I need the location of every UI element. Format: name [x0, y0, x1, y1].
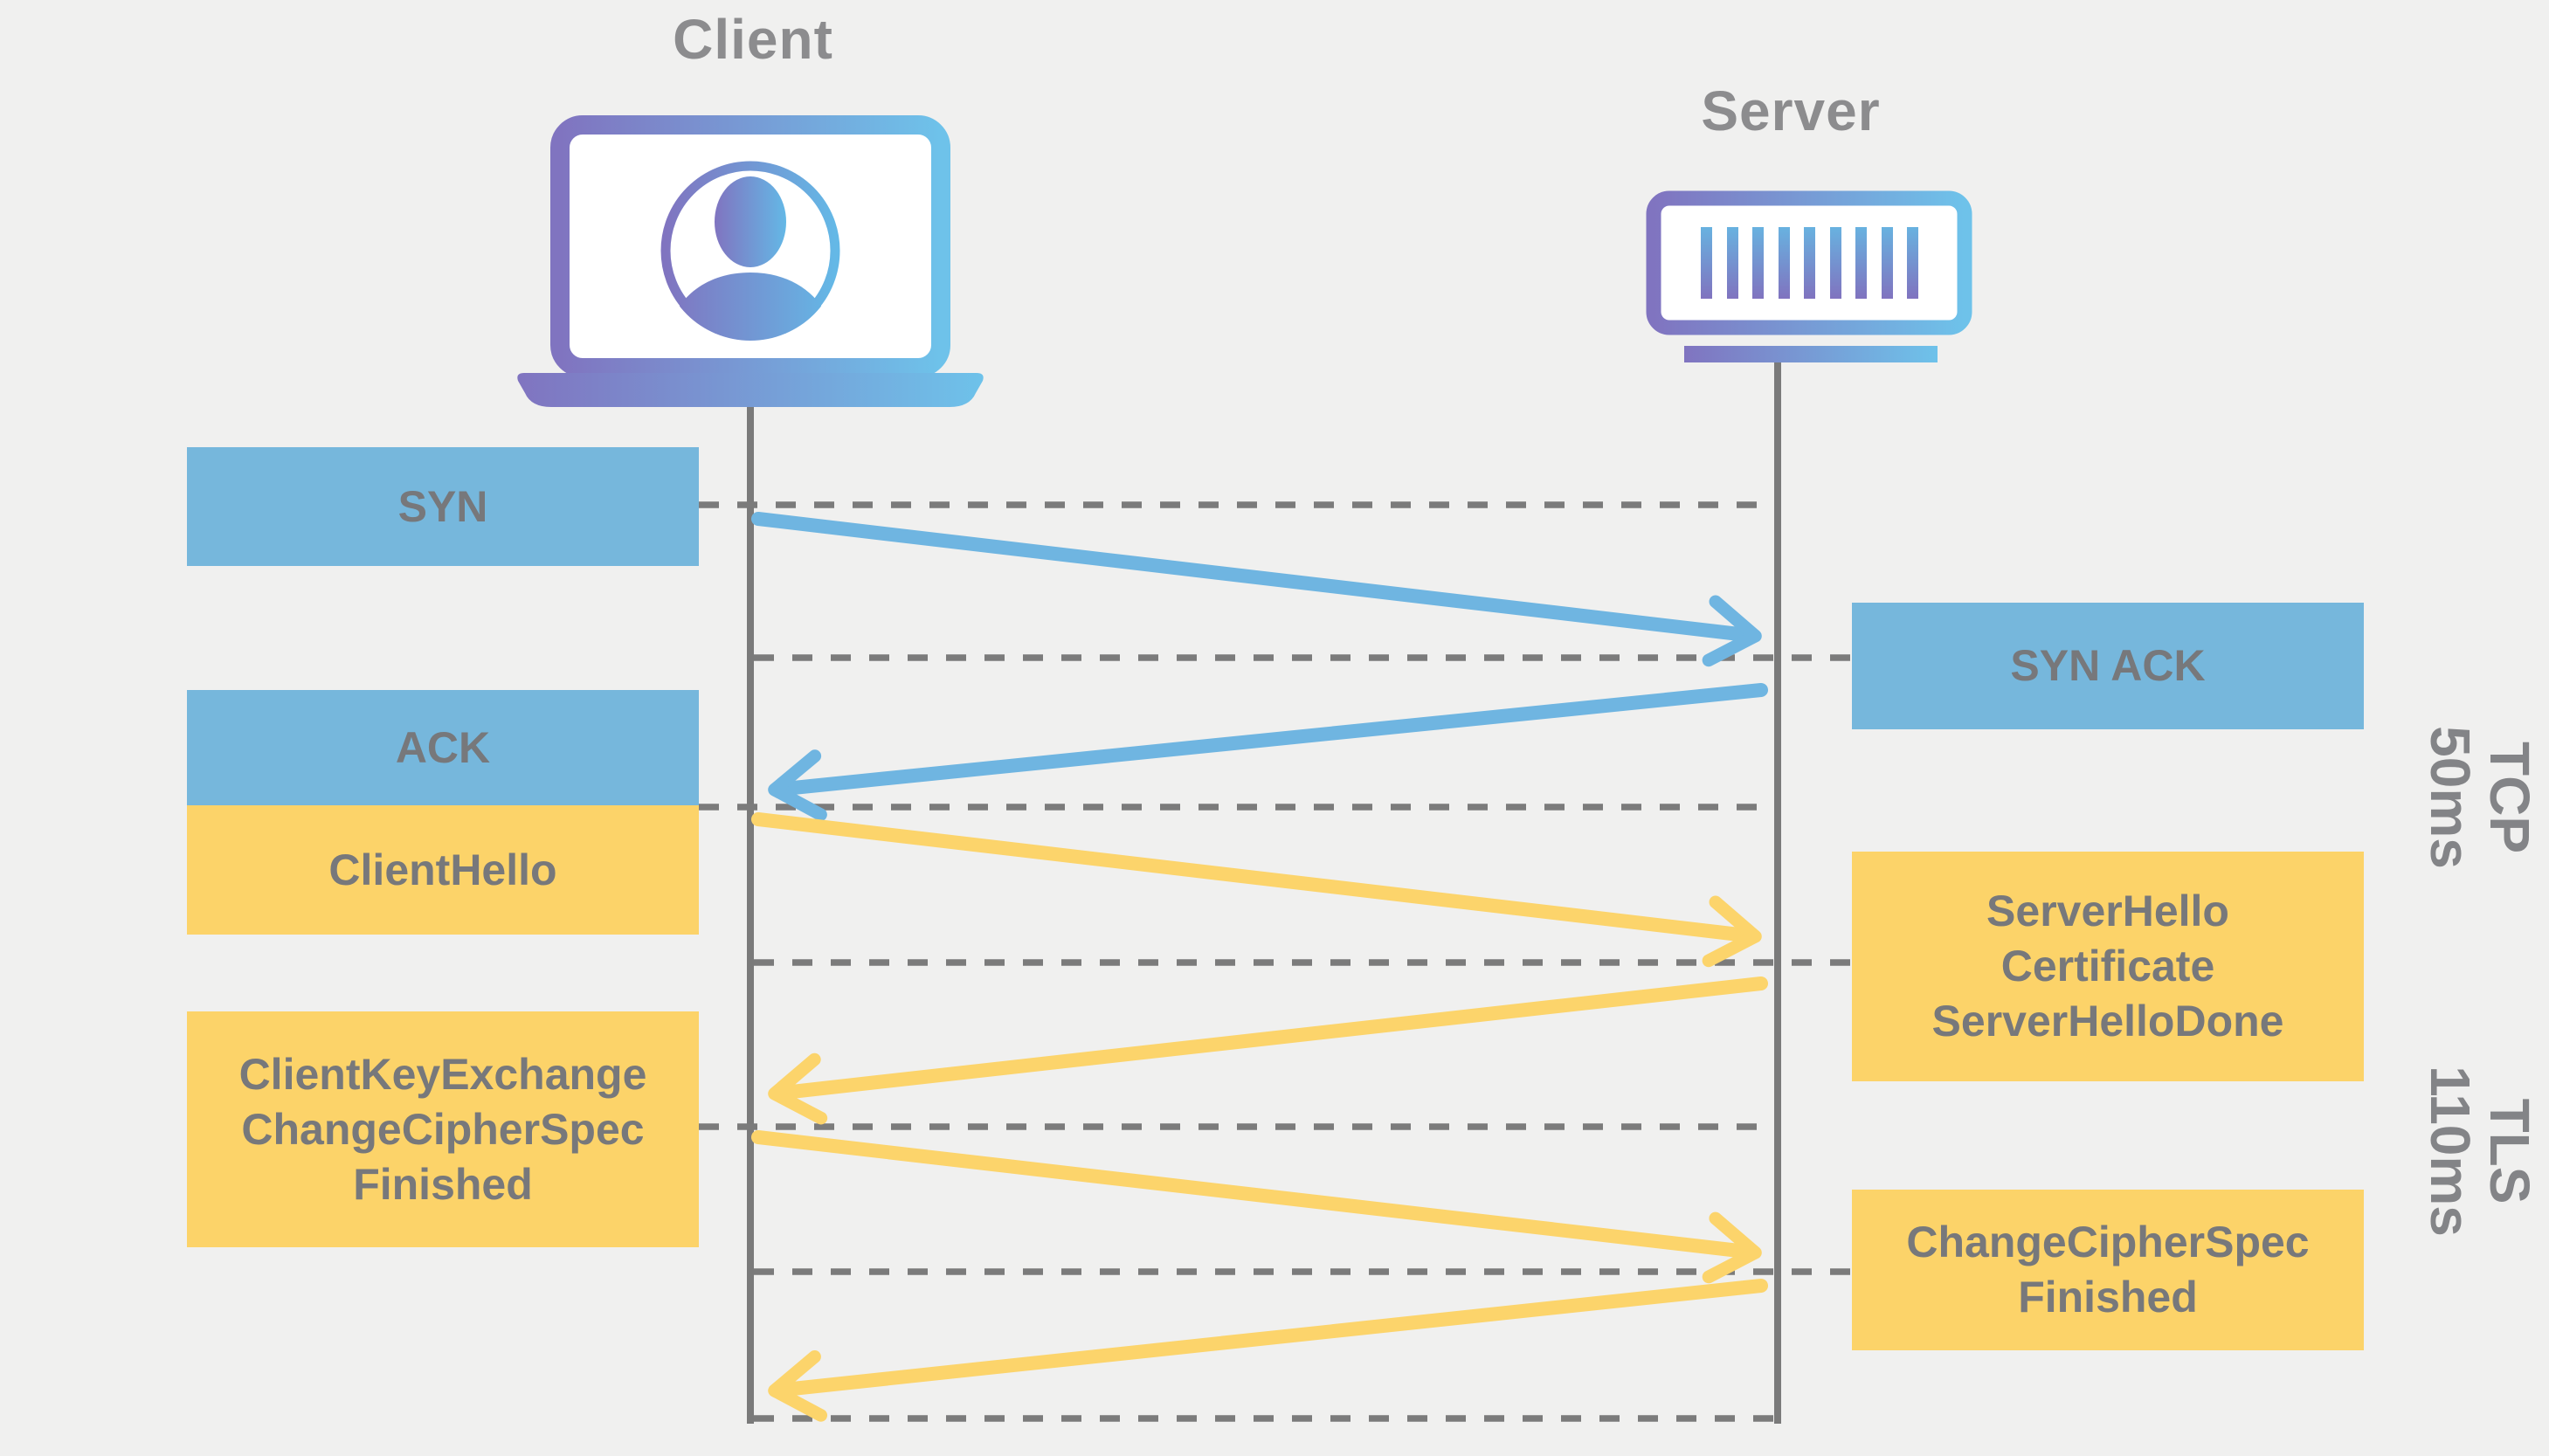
- message-label: ChangeCipherSpec Finished: [1906, 1218, 2310, 1321]
- message-box-client-hello: ClientHello: [187, 805, 699, 935]
- message-box-syn-ack: SYN ACK: [1852, 603, 2364, 729]
- server-title: Server: [1701, 79, 1881, 142]
- message-label: ACK: [395, 722, 491, 772]
- message-box-ack: ACK: [187, 690, 699, 805]
- user-shoulders: [665, 273, 836, 341]
- syn-ack-arrow: [768, 683, 1768, 822]
- laptop-user-icon: [517, 115, 984, 407]
- message-label: ServerHello Certificate ServerHelloDone: [1931, 887, 2284, 1045]
- message-label: ClientHello: [328, 845, 557, 894]
- server-slot-bars: [1701, 227, 1918, 299]
- user-head: [715, 176, 786, 267]
- change-cipher-spec-arrow: [768, 1279, 1768, 1422]
- server-base-bar: [1684, 346, 1938, 362]
- message-label: SYN ACK: [2010, 641, 2206, 690]
- client-hello-arrow: [751, 812, 1762, 968]
- client-key-exchange-arrow: [751, 1130, 1762, 1284]
- message-label: ClientKeyExchange ChangeCipherSpec Finis…: [238, 1049, 647, 1209]
- server-hello-arrow: [768, 976, 1768, 1125]
- server-rack-icon: [1646, 190, 1972, 362]
- syn-arrow: [751, 512, 1762, 667]
- message-box-client-key-exchange: ClientKeyExchange ChangeCipherSpec Finis…: [187, 1011, 699, 1247]
- message-box-change-cipher-spec: ChangeCipherSpec Finished: [1852, 1190, 2364, 1350]
- message-box-server-hello: ServerHello Certificate ServerHelloDone: [1852, 852, 2364, 1081]
- phase-label-tls: TLS 110ms: [2419, 1066, 2541, 1237]
- phase-label-tcp: TCP 50ms: [2419, 726, 2541, 869]
- client-title: Client: [673, 8, 833, 71]
- message-box-syn: SYN: [187, 447, 699, 566]
- laptop-base: [517, 373, 984, 407]
- message-label: SYN: [397, 481, 488, 531]
